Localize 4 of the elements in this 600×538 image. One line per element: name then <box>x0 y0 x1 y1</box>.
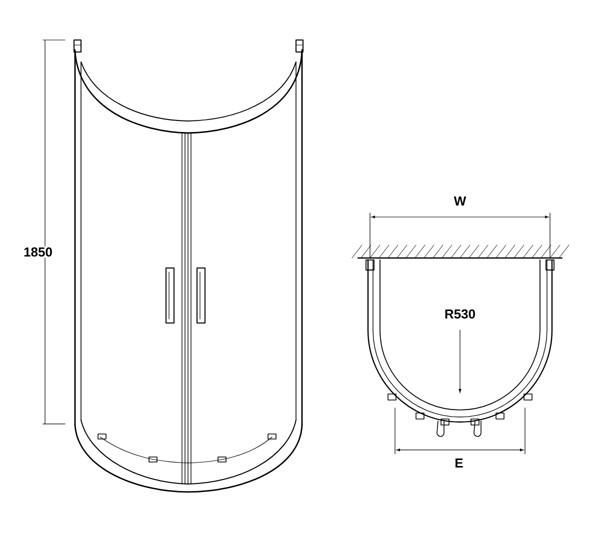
radius-label: R530 <box>445 309 475 319</box>
dimension-label: 1850 <box>22 246 54 258</box>
dimension-label: E <box>456 458 463 468</box>
dimension-label: W <box>454 196 466 206</box>
